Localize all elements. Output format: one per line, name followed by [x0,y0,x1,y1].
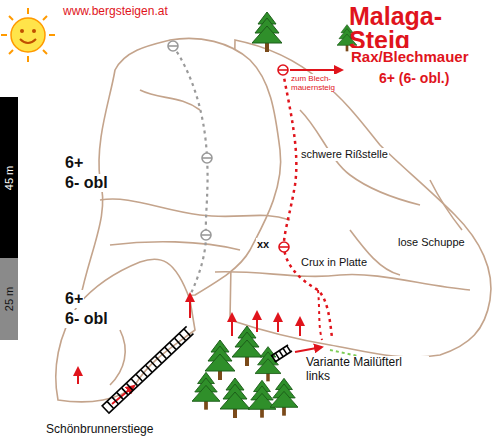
route-title: Malaga-Steig [348,4,462,52]
route-line [283,72,332,338]
pitch-note: Crux in Platte [300,256,368,269]
belay-bolt [168,41,289,252]
grade-label: 6+ [64,290,84,308]
grade-label: 6- obl [64,310,109,328]
area-name: Rax/Blechmauer [350,48,470,65]
scale-label: 45 m [3,165,15,189]
route-line [318,290,322,340]
crux-mark: xx [256,238,270,251]
sun [1,8,55,62]
rock-outline [56,38,491,401]
grade-label: 6- obl [64,174,109,192]
feature-note: lose Schuppe [397,236,466,249]
variant-note: Variante Mailüfterl links [305,356,429,384]
approach-note: Schönbrunnerstiege [45,423,154,437]
scale-band: 25 m [0,258,18,340]
pitch-note: schwere Rißstelle [300,148,389,161]
grade-label: 6+ [64,154,84,172]
website-url: www.bergsteigen.at [62,5,169,19]
grade-label: 6+ (6- obl.) [378,70,450,86]
ladder [102,326,292,413]
scale-label: 25 m [3,287,15,311]
link-note: zum Blech- mauernsteig [290,74,344,92]
scale-band: 45 m [0,97,18,258]
route-line [173,46,208,300]
approach-arrow [78,70,342,404]
